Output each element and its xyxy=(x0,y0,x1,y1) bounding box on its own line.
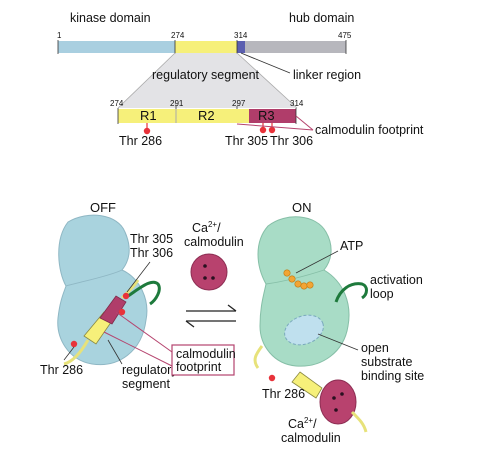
off-thr305-site xyxy=(122,292,130,300)
equilibrium-arrows xyxy=(185,304,237,328)
off-footprint-line-bottom xyxy=(103,331,173,367)
thr305-site xyxy=(259,126,267,134)
free-calmodulin-icon xyxy=(190,253,228,291)
on-helix-tail-upper xyxy=(253,345,264,369)
off-title: OFF xyxy=(90,200,116,215)
position-475: 475 xyxy=(338,31,352,40)
free-cam-label-line1: Ca2+/ xyxy=(192,220,221,235)
funnel-edge-left xyxy=(117,52,176,109)
reg-position-291: 291 xyxy=(170,99,184,108)
off-lobe-divider xyxy=(65,269,123,287)
free-cam-label-line2: calmodulin xyxy=(184,235,244,249)
on-cam-label-line2: calmodulin xyxy=(281,431,341,445)
regulatory-domain-bar xyxy=(175,41,237,53)
footprint-line-top xyxy=(295,115,314,131)
hub-domain-bar xyxy=(245,41,346,53)
kinase-domain-bar xyxy=(58,41,175,53)
off-thr286-site xyxy=(70,340,78,348)
zoom-funnel xyxy=(118,53,297,108)
substrate-label-3: binding site xyxy=(361,369,424,383)
thr286-label: Thr 286 xyxy=(119,134,162,148)
free-calmodulin: Ca2+/ calmodulin xyxy=(184,220,244,291)
off-thr306-site xyxy=(118,308,126,316)
domain-bar: kinase domain hub domain 1 274 314 475 l… xyxy=(57,11,361,109)
regulatory-segment: 274 291 297 314 R1 R2 R3 Thr 286 Thr 305… xyxy=(110,99,424,148)
regulatory-segment-label: regulatory segment xyxy=(152,68,260,82)
segment-r1-label: R1 xyxy=(140,108,157,123)
atp-bead-4 xyxy=(300,282,308,290)
on-calmodulin-icon xyxy=(319,379,357,425)
r3-bar xyxy=(249,109,296,123)
off-regulatory-label-1: regulatory xyxy=(122,363,178,377)
kinase-domain-label: kinase domain xyxy=(70,11,151,25)
atp-label: ATP xyxy=(340,239,363,253)
hub-domain-label: hub domain xyxy=(289,11,354,25)
free-cam-dot-3 xyxy=(203,276,207,280)
on-helix-yellow xyxy=(291,371,323,399)
free-cam-dot-1 xyxy=(203,264,207,268)
on-state: ON ATP activation loop open substrate bi… xyxy=(253,200,424,445)
off-thr305-pointer xyxy=(126,261,151,293)
thr286-site xyxy=(143,127,151,135)
position-274-top: 274 xyxy=(171,31,185,40)
substrate-pointer xyxy=(317,333,359,351)
on-kinase-body xyxy=(257,216,350,367)
on-substrate-site xyxy=(284,314,324,346)
atp-pointer xyxy=(295,250,339,274)
on-activation-loop xyxy=(334,282,368,303)
on-title: ON xyxy=(292,200,312,215)
reverse-arrow-head xyxy=(185,320,195,328)
free-cam-dot-2 xyxy=(211,276,215,280)
off-kinase-body xyxy=(57,214,148,366)
activation-loop-label-2: loop xyxy=(370,287,394,301)
position-314-top: 314 xyxy=(234,31,248,40)
substrate-label-1: open xyxy=(361,341,389,355)
segment-r2-label: R2 xyxy=(198,108,215,123)
footprint-line-bottom xyxy=(236,123,314,131)
on-thr286-site xyxy=(268,374,276,382)
on-cam-label-line1: Ca2+/ xyxy=(288,416,317,431)
off-footprint-line-top xyxy=(115,311,173,353)
off-thr286-pointer xyxy=(63,346,75,361)
off-footprint-label-1: calmodulin xyxy=(176,347,236,361)
linker-bar xyxy=(237,41,245,53)
reg-position-274: 274 xyxy=(110,99,124,108)
off-thr305-label: Thr 305 xyxy=(130,232,173,246)
linker-pointer xyxy=(240,52,291,74)
off-activation-loop xyxy=(127,280,161,306)
substrate-label-2: substrate xyxy=(361,355,412,369)
on-cam-dot-1 xyxy=(332,396,336,400)
off-thr286-label: Thr 286 xyxy=(40,363,83,377)
on-cam-dot-3 xyxy=(334,408,338,412)
activation-loop-label-1: activation xyxy=(370,273,423,287)
off-regulatory-label-2: segment xyxy=(122,377,170,391)
atp-bead-1 xyxy=(283,269,291,277)
off-thr306-label: Thr 306 xyxy=(130,246,173,260)
off-footprint-box xyxy=(171,344,235,376)
atp-bead-2 xyxy=(288,275,296,283)
atp-bead-3 xyxy=(294,280,302,288)
off-state: OFF Thr 305 Thr 306 Thr 286 regulatory s… xyxy=(40,200,236,391)
funnel-edge-right xyxy=(236,52,298,109)
on-thr286-label: Thr 286 xyxy=(262,387,305,401)
thr306-site xyxy=(268,126,276,134)
off-helix-tail-lower xyxy=(63,339,90,366)
on-cam-dot-2 xyxy=(340,392,344,396)
thr306-label: Thr 306 xyxy=(270,134,313,148)
off-helix-magenta xyxy=(99,295,127,325)
position-1: 1 xyxy=(57,31,62,40)
thr305-label: Thr 305 xyxy=(225,134,268,148)
off-regulatory-pointer xyxy=(107,339,123,365)
linker-region-label: linker region xyxy=(293,68,361,82)
reg-position-314: 314 xyxy=(290,99,304,108)
reg-position-297: 297 xyxy=(232,99,246,108)
segment-r3-label: R3 xyxy=(258,108,275,123)
on-helix-tail-lower xyxy=(350,410,368,433)
calmodulin-footprint-label: calmodulin footprint xyxy=(315,123,424,137)
forward-arrow-head xyxy=(227,304,237,312)
off-footprint-label-2: footprint xyxy=(176,360,222,374)
atp-bead-5 xyxy=(306,281,314,289)
